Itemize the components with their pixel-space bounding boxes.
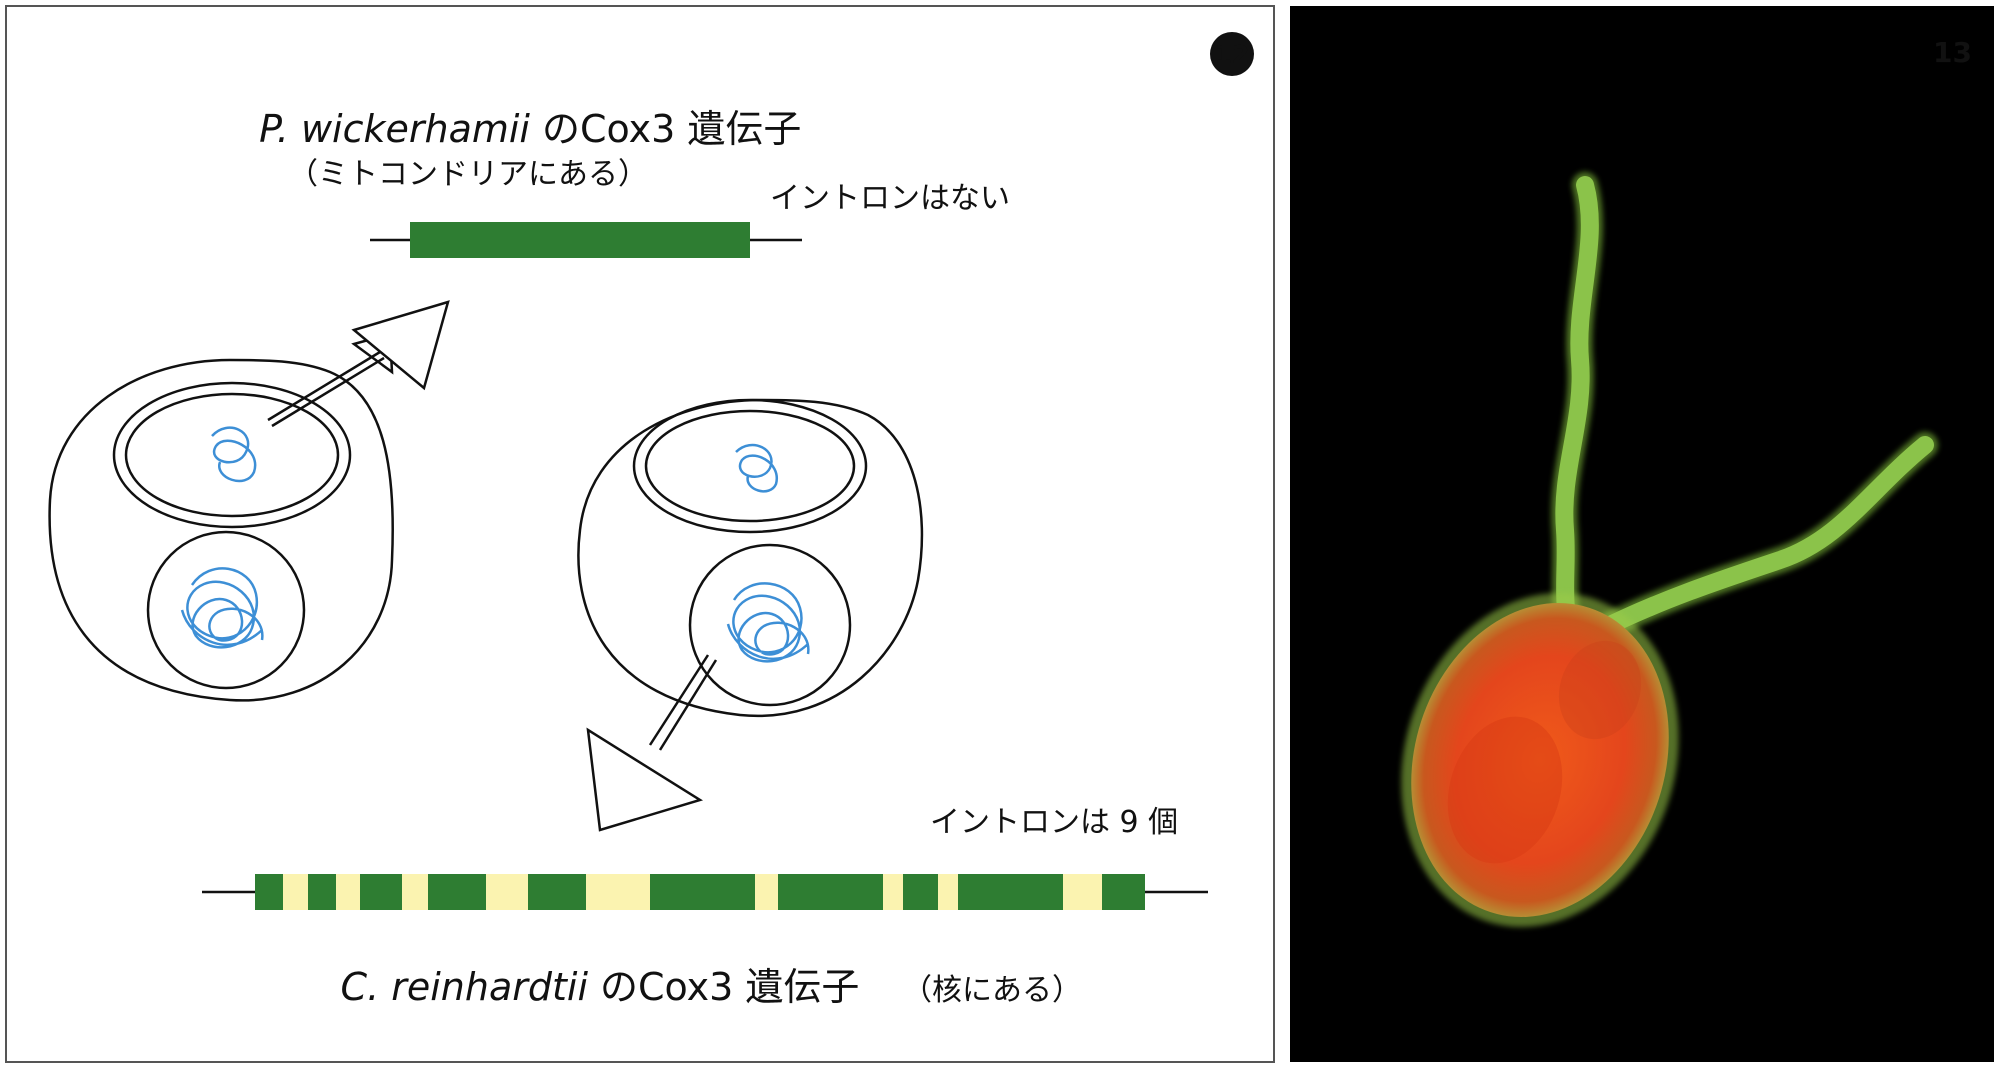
exon-6 <box>650 874 755 910</box>
bottom-gene-title: のCox3 遺伝子 <box>600 965 859 1009</box>
arrow-to-bottom-gene <box>586 654 718 832</box>
panel-13: 13 <box>1290 6 1994 1062</box>
exon-10 <box>1102 874 1145 910</box>
top-gene-exon <box>410 222 750 258</box>
top-gene-map <box>370 222 802 258</box>
left-nucleus <box>146 530 306 690</box>
left-cell <box>48 358 394 702</box>
right-mitochondrion <box>632 398 868 534</box>
right-nuclear-dna <box>726 582 810 663</box>
panel-13-number: 13 <box>1933 36 1972 69</box>
exon-8 <box>903 874 938 910</box>
arrow-to-top-gene <box>267 300 450 428</box>
exon-5 <box>528 874 586 910</box>
cell-body <box>1411 603 1669 917</box>
bottom-intron-note: イントロンは 9 個 <box>930 805 1178 840</box>
panel-12: 12 P. wickerhamii のCox3 遺伝子 （ミトコンドリアにある）… <box>5 5 1275 1063</box>
right-nucleus <box>688 543 852 707</box>
exon-4 <box>428 874 486 910</box>
exon-2 <box>308 874 336 910</box>
top-gene-location: （ミトコンドリアにある） <box>288 157 648 192</box>
top-gene-species: P. wickerhamii <box>259 107 530 151</box>
left-nuclear-dna <box>180 567 264 649</box>
right-cell-membrane <box>577 398 924 718</box>
top-gene-title: のCox3 遺伝子 <box>542 107 801 151</box>
exon-9 <box>958 874 1063 910</box>
exon-3 <box>360 874 402 910</box>
left-cell-membrane <box>48 358 394 702</box>
right-mito-dna <box>735 443 778 493</box>
bottom-gene-location: （核にある） <box>902 973 1082 1008</box>
flagellum-left <box>1555 176 1599 649</box>
exon-7 <box>778 874 883 910</box>
bottom-gene-species: C. reinhardtii <box>341 965 589 1009</box>
left-mitochondrion <box>112 381 352 529</box>
top-intron-note: イントロンはない <box>770 181 1010 216</box>
panel-12-number: 12 <box>1215 40 1250 69</box>
panel-12-number-badge: 12 <box>1210 32 1254 76</box>
exon-1 <box>255 874 283 910</box>
bottom-gene-map <box>202 874 1208 910</box>
left-mito-dna <box>211 426 257 483</box>
panel-13-background <box>1290 6 1994 1062</box>
right-cell <box>577 398 924 718</box>
algal-cell-image <box>1401 172 1938 927</box>
flagellum-right <box>1591 436 1934 639</box>
